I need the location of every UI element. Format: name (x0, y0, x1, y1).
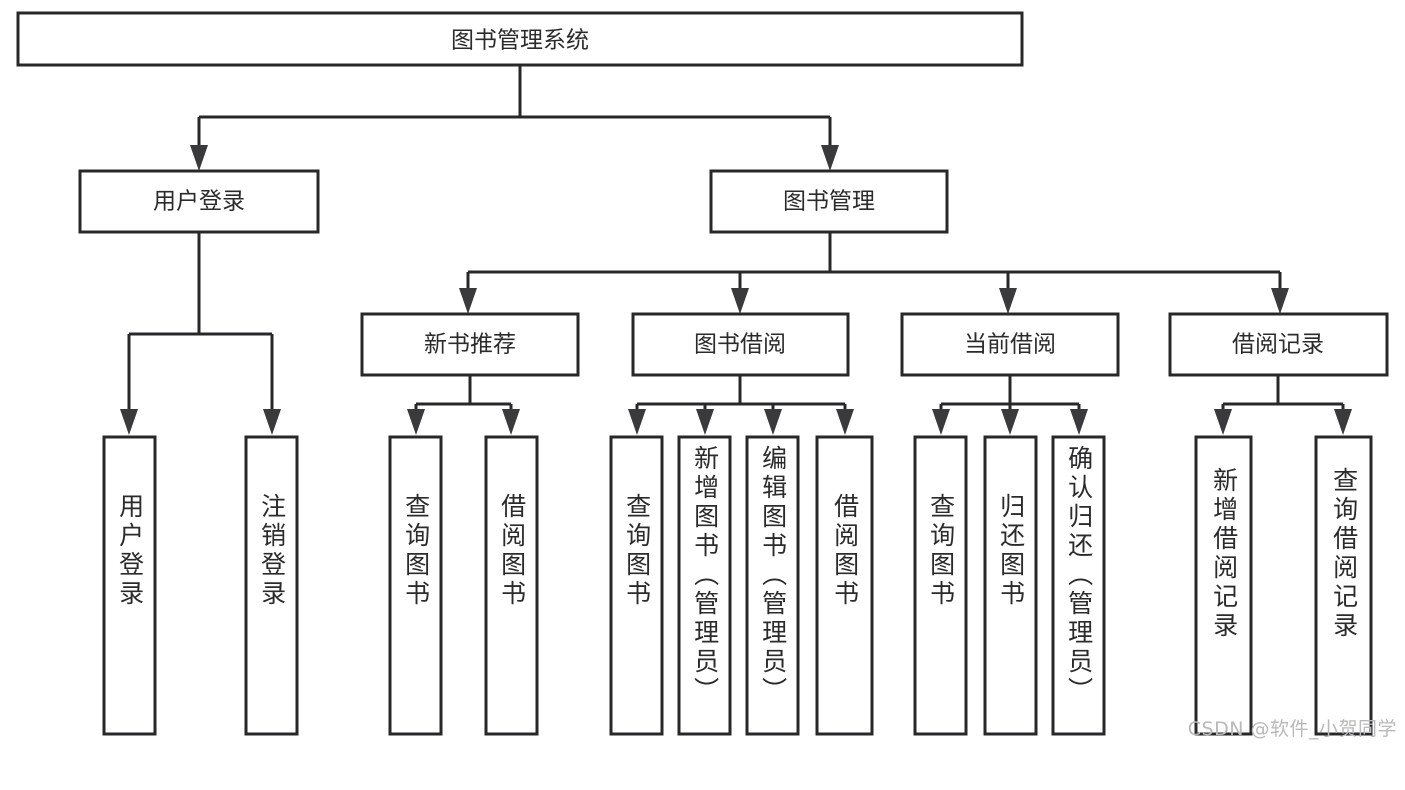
node-borrow-record[interactable]: 借阅记录 (1168, 312, 1389, 377)
leaf-box-cb-return-book[interactable] (983, 435, 1038, 736)
arrow-icon-cb-confirm (1070, 409, 1088, 435)
tree-diagram-svg: 图书管理系统 用户登录 图书管理 新书推荐 图书借阅 当前借阅 借阅记录 (16, 11, 1389, 736)
node-new-book-rec[interactable]: 新书推荐 (360, 312, 580, 377)
leaf-box-bb-borrow-book[interactable] (815, 435, 874, 736)
leaf-box-user-login[interactable] (102, 435, 157, 736)
node-borrow-record-label: 借阅记录 (1232, 332, 1324, 358)
connector-group-borrow-record (1214, 375, 1352, 435)
leaf-boxes (102, 435, 1373, 736)
arrow-icon-bb-edit (764, 409, 782, 435)
node-book-borrow-box[interactable] (631, 312, 850, 377)
node-current-borrow-label: 当前借阅 (964, 332, 1056, 358)
leaf-box-br-query-record[interactable] (1314, 435, 1373, 736)
connector-group-book-borrow (628, 375, 854, 435)
arrow-icon-leaf-user-login (120, 409, 138, 435)
node-user-login[interactable]: 用户登录 (78, 169, 320, 234)
node-new-book-rec-label: 新书推荐 (424, 332, 516, 358)
leaf-box-nbr-query-book[interactable] (388, 435, 443, 736)
node-book-borrow-label: 图书借阅 (694, 332, 786, 358)
node-root-label: 图书管理系统 (451, 28, 589, 54)
connector-group-book-manage (459, 232, 1289, 314)
leaf-box-bb-edit-book[interactable] (745, 435, 800, 736)
node-new-book-rec-box[interactable] (360, 312, 580, 377)
node-book-borrow[interactable]: 图书借阅 (631, 312, 850, 377)
arrow-icon-br-query (1334, 409, 1352, 435)
connector-group-user-login (120, 232, 281, 435)
node-borrow-record-box[interactable] (1168, 312, 1389, 377)
csdn-watermark: CSDN @软件_小贺同学 (1187, 718, 1397, 740)
arrowheads-level2 (190, 145, 839, 171)
arrow-icon-bb-add (696, 409, 714, 435)
node-book-manage[interactable]: 图书管理 (709, 169, 949, 234)
arrow-icon-book-manage (821, 145, 839, 171)
arrow-icon-nbr-borrow (502, 409, 520, 435)
connector-group-current-borrow (932, 375, 1088, 435)
arrow-icon-cb-query (932, 409, 950, 435)
node-book-manage-label: 图书管理 (783, 189, 875, 215)
arrow-icon-leaf-logout (263, 409, 281, 435)
leaf-box-nbr-borrow-book[interactable] (484, 435, 539, 736)
leaf-box-br-add-record[interactable] (1194, 435, 1253, 736)
leaf-box-bb-add-book[interactable] (677, 435, 732, 736)
arrow-icon-book-borrow (731, 288, 749, 314)
arrow-icon-borrow-record (1271, 288, 1289, 314)
arrow-icon-nbr-query (407, 409, 425, 435)
arrow-icon-current-borrow (999, 288, 1017, 314)
arrow-icon-cb-return (1001, 409, 1019, 435)
node-user-login-box[interactable] (78, 169, 320, 234)
node-root[interactable]: 图书管理系统 (16, 11, 1024, 67)
leaf-box-cb-query-book[interactable] (913, 435, 968, 736)
connector-group-new-book-rec (407, 375, 520, 435)
node-user-login-label: 用户登录 (153, 189, 245, 215)
node-current-borrow[interactable]: 当前借阅 (900, 312, 1120, 377)
functional-structure-diagram: 图书管理系统 用户登录 图书管理 新书推荐 图书借阅 当前借阅 借阅记录 (16, 11, 1397, 740)
leaf-box-cb-confirm-return[interactable] (1051, 435, 1106, 736)
arrow-icon-bb-query (628, 409, 646, 435)
arrow-icon-bb-borrow (836, 409, 854, 435)
arrow-icon-br-add (1214, 409, 1232, 435)
leaf-box-logout[interactable] (244, 435, 299, 736)
node-book-manage-box[interactable] (709, 169, 949, 234)
leaf-box-bb-query-book[interactable] (609, 435, 664, 736)
node-current-borrow-box[interactable] (900, 312, 1120, 377)
arrow-icon-user-login (190, 145, 208, 171)
arrow-icon-new-book-rec (459, 288, 477, 314)
connector-group-root (197, 65, 832, 148)
node-root-box[interactable] (16, 11, 1024, 67)
